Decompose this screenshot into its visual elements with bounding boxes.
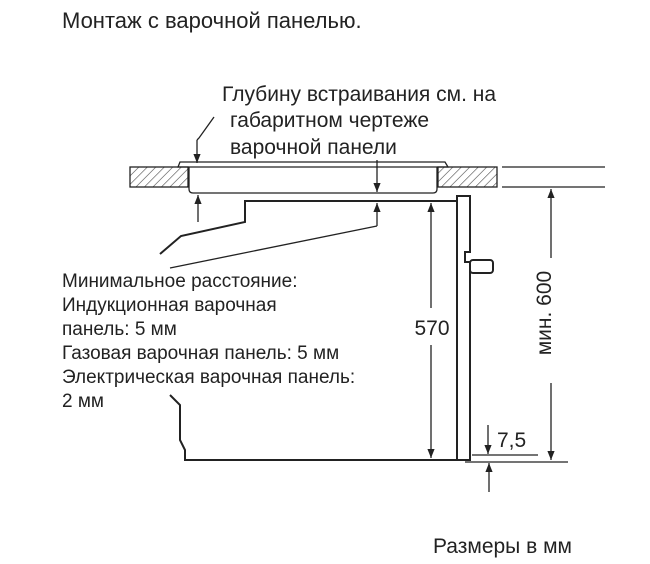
oven-bottom-outline [169, 394, 457, 461]
note-line: 2 мм [62, 391, 104, 412]
oven-front-panel [456, 195, 471, 461]
oven-knob [469, 259, 494, 274]
countertop-right [437, 166, 498, 188]
countertop-left [129, 166, 189, 188]
dim-75-label: 7,5 [497, 429, 526, 452]
note-line: Индукционная варочная [62, 295, 277, 316]
note-line: Электрическая варочная панель: [62, 367, 355, 388]
callout-line: Глубину встраивания см. на [222, 83, 496, 106]
callout-line: варочной панели [230, 136, 397, 159]
units-note: Размеры в мм [433, 535, 572, 558]
hob-body [188, 167, 438, 194]
diagram-title: Монтаж с варочной панелью. [62, 8, 362, 33]
dim-600-label: мин. 600 [533, 271, 556, 355]
hob-rim [177, 161, 450, 168]
dim-570-label: 570 [414, 317, 449, 340]
oven-top-outline [159, 200, 457, 255]
clearance-notes: Минимальное расстояние: Индукционная вар… [62, 271, 355, 412]
callout-text: Глубину встраивания см. на габаритном че… [222, 83, 496, 159]
note-line: Газовая варочная панель: 5 мм [62, 343, 339, 364]
callout-leader [196, 116, 215, 141]
note-line: панель: 5 мм [62, 319, 177, 340]
notes-leader [169, 225, 378, 269]
callout-line: габаритном чертеже [230, 109, 429, 132]
note-line: Минимальное расстояние: [62, 271, 298, 292]
